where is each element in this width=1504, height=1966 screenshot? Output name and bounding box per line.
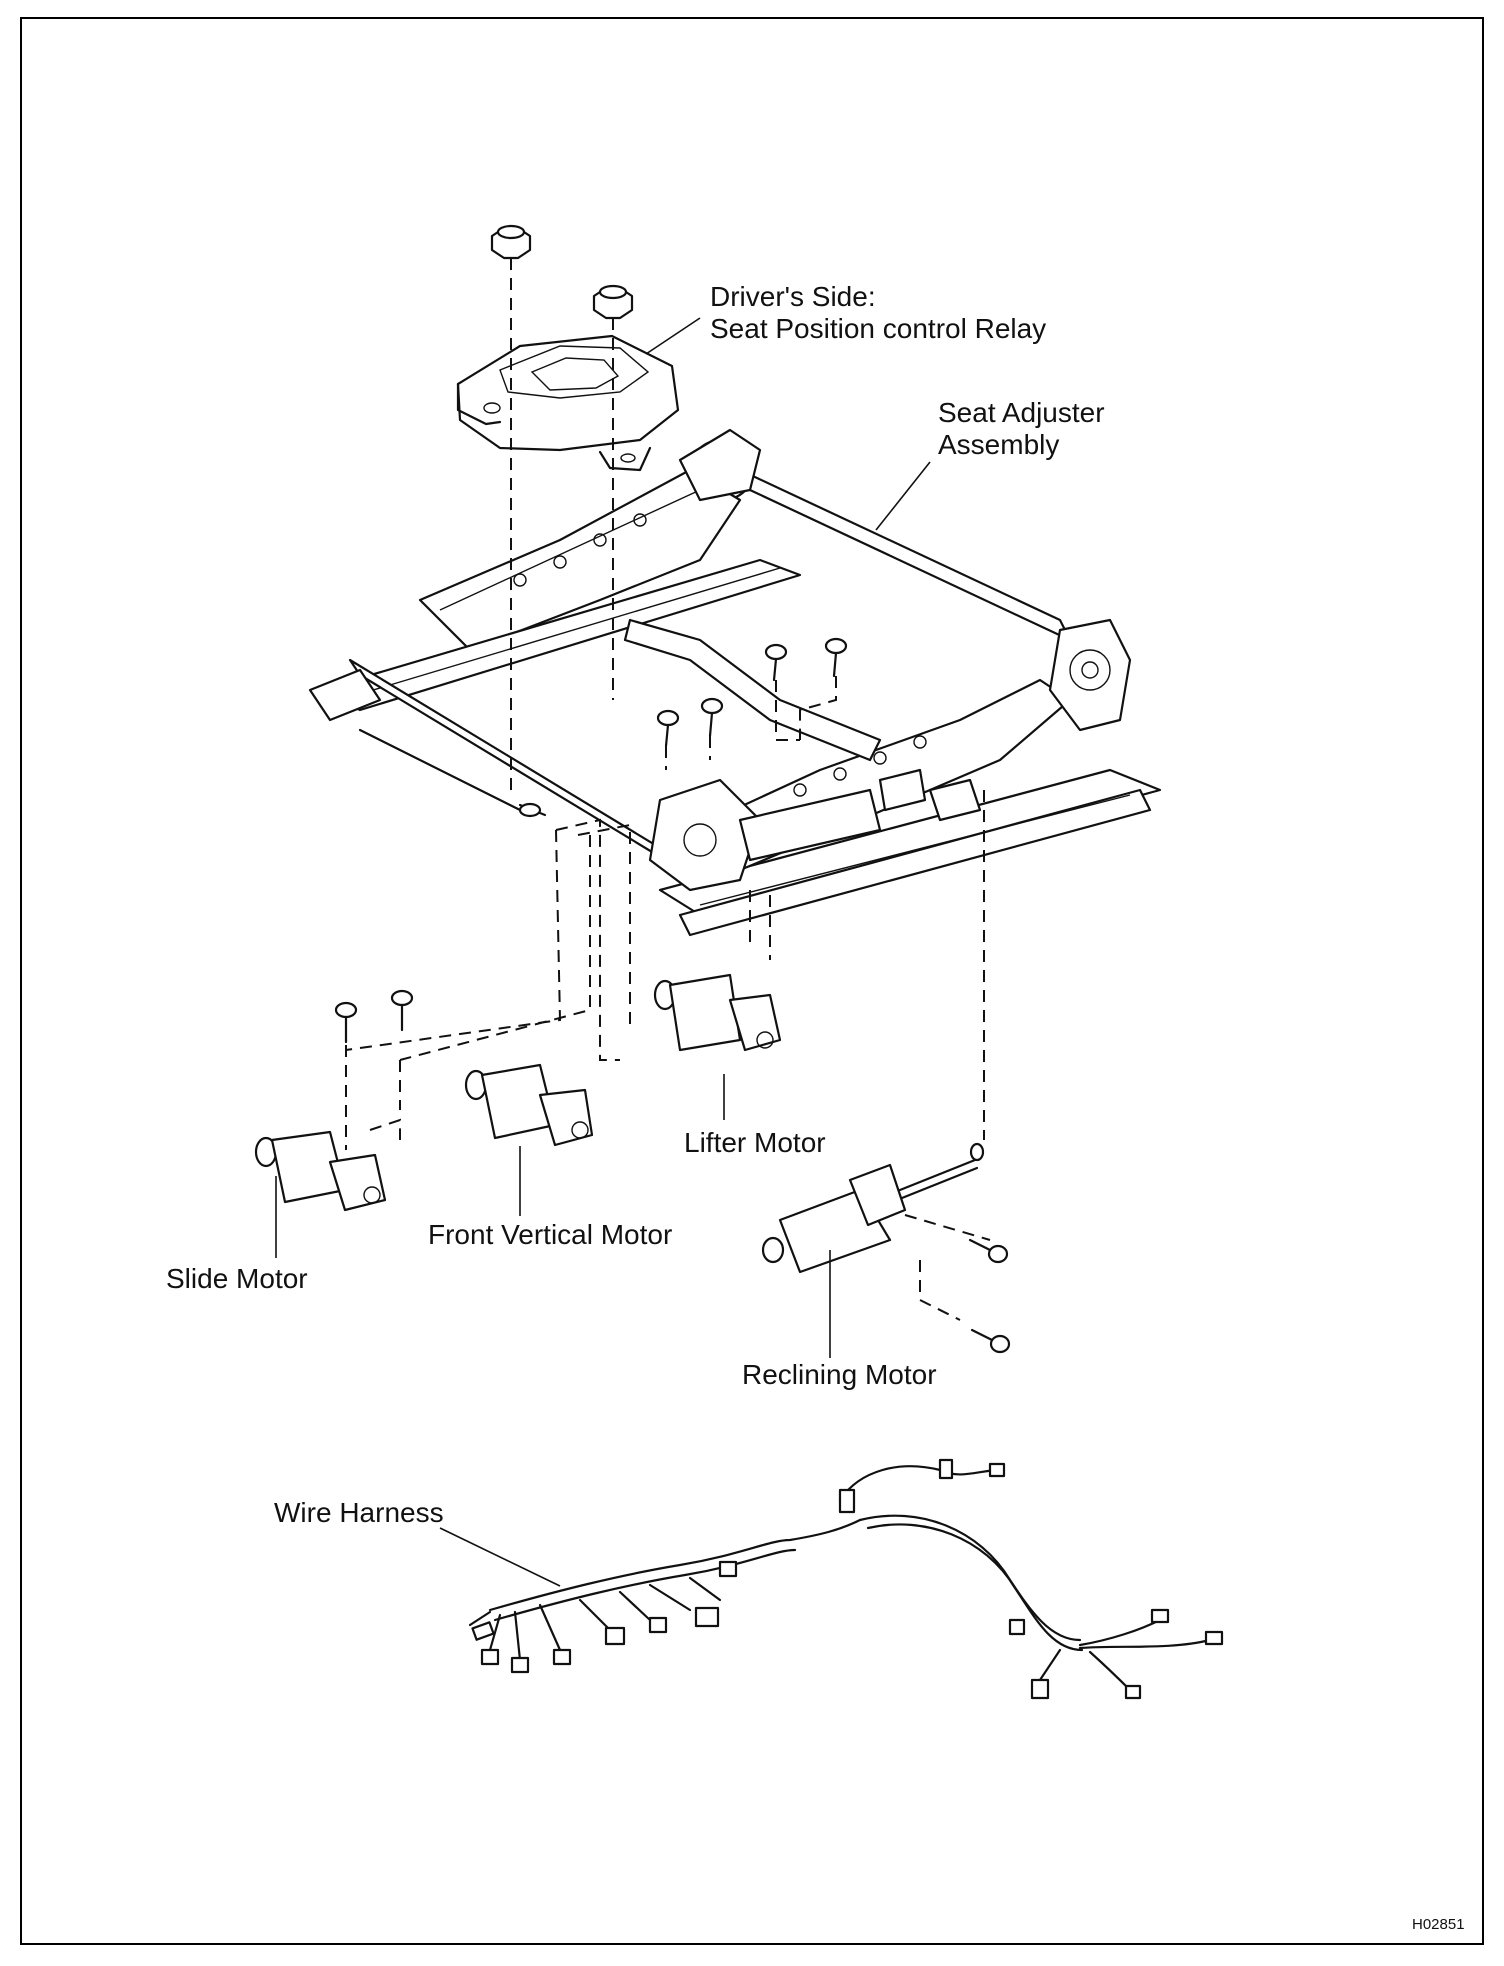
lifter-motor-label: Lifter Motor [684,1127,826,1158]
front-vertical-motor-label: Front Vertical Motor [428,1219,673,1250]
diagram-frame [20,17,1484,1945]
wire-harness [468,1458,1224,1700]
seat-position-control-relay [456,334,680,472]
figure-code: H02851 [1412,1916,1465,1933]
seat-adjuster-assembly [308,428,1162,937]
relay-label-line1: Driver's Side: [710,281,876,312]
adjuster-label-line1: Seat Adjuster [938,397,1105,428]
frame-bolts [656,637,848,748]
wire-harness-label: Wire Harness [274,1497,444,1528]
relay-nut-right [592,284,634,320]
slide-motor-bolts [334,989,414,1044]
relay-label-line2: Seat Position control Relay [710,313,1047,344]
lifter-motor [653,973,782,1052]
leader-lines [275,317,931,1587]
front-vertical-motor [464,1063,594,1147]
slide-motor [254,1130,387,1212]
reclining-motor [761,1142,985,1274]
slide-motor-label: Slide Motor [166,1263,308,1294]
reclining-motor-label: Reclining Motor [742,1359,937,1390]
reclining-motor-screws [968,1238,1011,1354]
adjuster-label-line2: Assembly [938,429,1060,460]
assembly-dash-lines [345,258,991,1321]
relay-nut-left [490,224,532,260]
